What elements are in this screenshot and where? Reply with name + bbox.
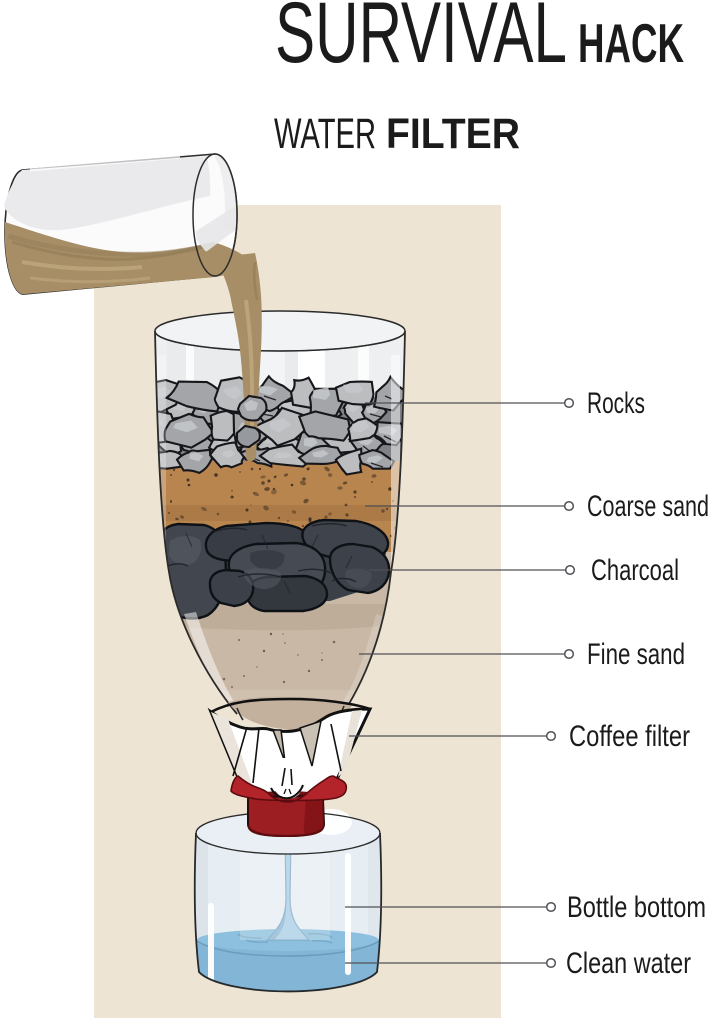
svg-text:WATER: WATER [274,110,376,158]
svg-text:Clean water: Clean water [566,947,691,980]
svg-text:Charcoal: Charcoal [591,554,679,587]
svg-text:Coffee filter: Coffee filter [569,720,690,753]
svg-text:Bottle bottom: Bottle bottom [567,891,706,924]
svg-text:SURVIVAL: SURVIVAL [275,0,567,81]
svg-text:Coarse sand: Coarse sand [587,490,709,523]
svg-text:HACK: HACK [578,12,684,74]
svg-text:Rocks: Rocks [587,387,645,420]
svg-text:Fine sand: Fine sand [587,638,685,671]
svg-text:FILTER: FILTER [386,110,520,158]
